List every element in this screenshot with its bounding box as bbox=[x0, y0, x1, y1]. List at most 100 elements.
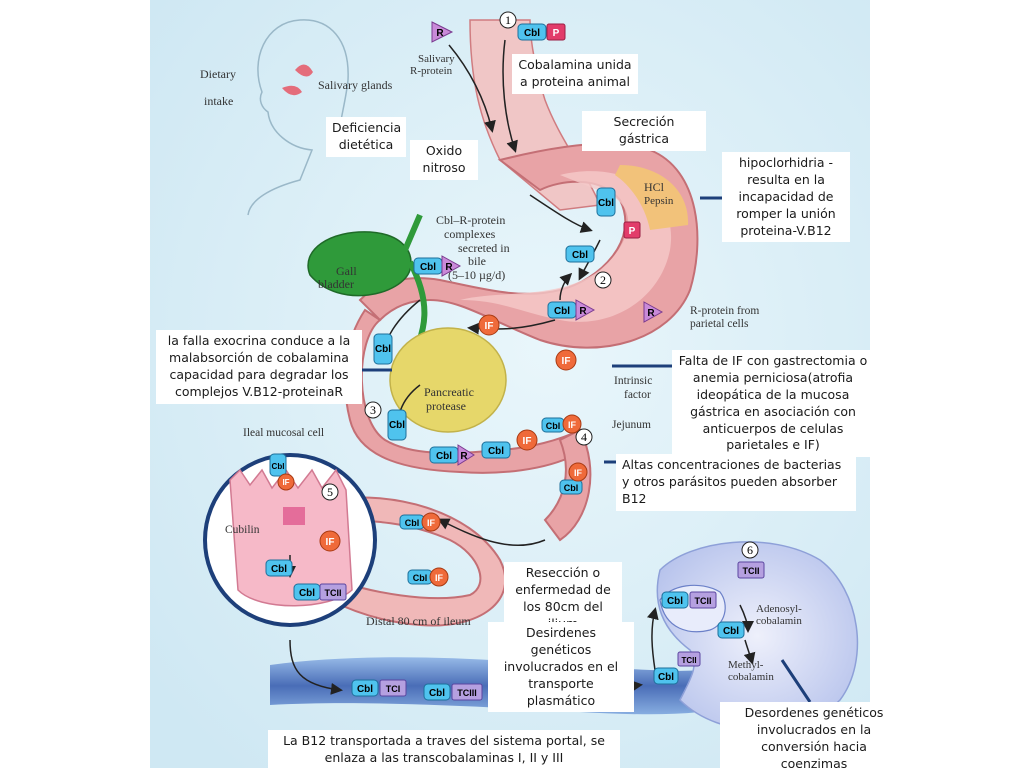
token-r: R bbox=[436, 28, 444, 39]
label-gall-2: bladder bbox=[318, 277, 354, 291]
token-cbl-r-duodenum-2: Cbl bbox=[387, 409, 407, 441]
token-p-stomach: P bbox=[623, 221, 641, 239]
token-cbl-stomach-2: Cbl bbox=[565, 245, 595, 263]
label-intrinsic-2: factor bbox=[624, 389, 651, 401]
token-if: IF bbox=[568, 420, 577, 430]
token-cbl-if-ileum-2: Cbl IF bbox=[407, 567, 449, 587]
token-tcii: TCII bbox=[695, 596, 712, 606]
token-if: IF bbox=[523, 436, 532, 447]
label-salivary-rprotein-1: Salivary bbox=[418, 53, 455, 65]
token-cbl: Cbl bbox=[723, 626, 739, 637]
token-tcii-cell6: TCII bbox=[737, 561, 765, 579]
label-dietary-1: Dietary bbox=[200, 67, 236, 81]
label-cbl-r-2: complexes bbox=[444, 227, 496, 241]
label-pepsin: Pepsin bbox=[644, 195, 674, 207]
label-ileal-cell: Ileal mucosal cell bbox=[243, 427, 324, 439]
token-cbl: Cbl bbox=[413, 573, 428, 583]
token-cbl: Cbl bbox=[405, 518, 420, 528]
label-cbl-r-1: Cbl–R-protein bbox=[436, 213, 505, 227]
token-tci: TCI bbox=[386, 684, 401, 694]
token-cbl: Cbl bbox=[658, 672, 674, 683]
token-if-cell: IF bbox=[319, 530, 341, 552]
token-if: IF bbox=[427, 518, 436, 528]
token-cbl-tci-vessel: Cbl TCI bbox=[351, 679, 407, 697]
token-if: IF bbox=[435, 573, 444, 583]
step-6: 6 bbox=[747, 543, 753, 557]
annotation-exocrina: la falla exocrina conduce a la malabsorc… bbox=[156, 330, 362, 404]
label-salivary-rprotein-2: R-protein bbox=[410, 65, 453, 77]
token-cbl: Cbl bbox=[420, 262, 436, 273]
label-pancreatic-1: Pancreatic bbox=[424, 385, 474, 399]
token-cbl: Cbl bbox=[524, 28, 540, 39]
token-p: P bbox=[553, 28, 560, 39]
token-if: IF bbox=[574, 468, 583, 478]
token-cbl: Cbl bbox=[389, 420, 405, 431]
annotation-deficiencia: Deficiencia dietética bbox=[326, 117, 406, 157]
token-cbl-tcii-cell: Cbl TCII bbox=[293, 583, 347, 601]
token-cbl: Cbl bbox=[598, 198, 614, 209]
token-cbl-if-cell: Cbl IF bbox=[269, 453, 295, 491]
token-r: R bbox=[579, 306, 587, 317]
token-cbl: Cbl bbox=[572, 250, 588, 261]
token-if: IF bbox=[326, 537, 335, 548]
token-r: R bbox=[460, 451, 468, 462]
english-labels: Dietary intake Salivary glands Salivary … bbox=[200, 53, 802, 683]
token-cbl: Cbl bbox=[488, 446, 504, 457]
token-cbl-tcii-membrane: Cbl TCII bbox=[653, 651, 701, 685]
token-if-duodenum: IF bbox=[516, 429, 538, 451]
stomach-inner bbox=[460, 171, 672, 322]
label-rprot-parietal-2: parietal cells bbox=[690, 318, 749, 330]
step-5: 5 bbox=[327, 485, 333, 499]
token-tcii: TCII bbox=[743, 566, 760, 576]
step-3: 3 bbox=[370, 403, 376, 417]
cubilin-receptor bbox=[283, 507, 305, 525]
token-cbl: Cbl bbox=[546, 421, 561, 431]
token-tcii: TCII bbox=[681, 656, 696, 665]
annotation-desordenes-conversion: Desordenes genéticos involucrados en la … bbox=[720, 702, 908, 776]
label-methyl-1: Methyl- bbox=[728, 659, 764, 671]
token-cbl-if-jejunum: Cbl IF bbox=[541, 414, 582, 434]
token-p: P bbox=[629, 226, 636, 237]
annotation-secrecion: Secreción gástrica bbox=[582, 111, 706, 151]
token-cbl: Cbl bbox=[667, 596, 683, 607]
token-cbl-cell: Cbl bbox=[265, 559, 293, 577]
token-if: IF bbox=[485, 321, 494, 332]
token-cbl-tciii-vessel: Cbl TCIII bbox=[423, 683, 483, 701]
token-r-parietal: R bbox=[643, 301, 664, 323]
annotation-falta-if: Falta de IF con gastrectomia o anemia pe… bbox=[672, 350, 874, 458]
annotation-connectors bbox=[362, 196, 812, 703]
token-cbl: Cbl bbox=[436, 451, 452, 462]
label-adenosyl-1: Adenosyl- bbox=[756, 603, 802, 615]
token-cbl-r-duodenum-1: Cbl bbox=[373, 333, 393, 365]
token-if: IF bbox=[562, 356, 571, 367]
annotation-cobalamina: Cobalamina unida a proteina animal bbox=[512, 54, 638, 94]
label-cbl-r-3: secreted in bbox=[458, 241, 510, 255]
token-tciii: TCIII bbox=[457, 688, 477, 698]
token-cbl-p-top: Cbl P bbox=[517, 23, 566, 41]
label-rprot-parietal-1: R-protein from bbox=[690, 305, 759, 317]
label-cbl-r-5: (5–10 µg/d) bbox=[448, 268, 505, 282]
token-if: IF bbox=[282, 478, 289, 487]
annotation-desordenes-transporte: Desirdenes genéticos involucrados en el … bbox=[488, 622, 634, 713]
label-distal-ileum: Distal 80 cm of ileum bbox=[366, 614, 471, 628]
step-2: 2 bbox=[600, 273, 606, 287]
salivary-gland-shape bbox=[282, 64, 313, 96]
token-cbl-cell6: Cbl bbox=[717, 621, 745, 639]
token-cbl-r-duodenum-3: Cbl R bbox=[429, 444, 475, 466]
token-r: R bbox=[647, 308, 655, 319]
annotation-oxido: Oxido nitroso bbox=[410, 140, 478, 180]
token-cbl-if-jejunum-2: Cbl IF bbox=[559, 462, 588, 495]
step-4: 4 bbox=[581, 430, 587, 444]
token-cbl: Cbl bbox=[429, 688, 445, 699]
token-cbl: Cbl bbox=[271, 564, 287, 575]
molecule-tokens: Cbl P R Cbl P Cbl Cbl R R bbox=[265, 21, 765, 707]
token-cbl-tcii-cell6: Cbl TCII bbox=[661, 591, 717, 609]
token-cbl: Cbl bbox=[554, 306, 570, 317]
token-cbl-duodenum-4: Cbl bbox=[481, 441, 511, 459]
token-cbl-if-ileum-1: Cbl IF bbox=[399, 512, 441, 532]
label-intrinsic-1: Intrinsic bbox=[614, 375, 652, 387]
pancreas bbox=[389, 327, 507, 433]
token-cbl: Cbl bbox=[299, 588, 315, 599]
label-pancreatic-2: protease bbox=[426, 399, 466, 413]
label-dietary-2: intake bbox=[204, 94, 233, 108]
